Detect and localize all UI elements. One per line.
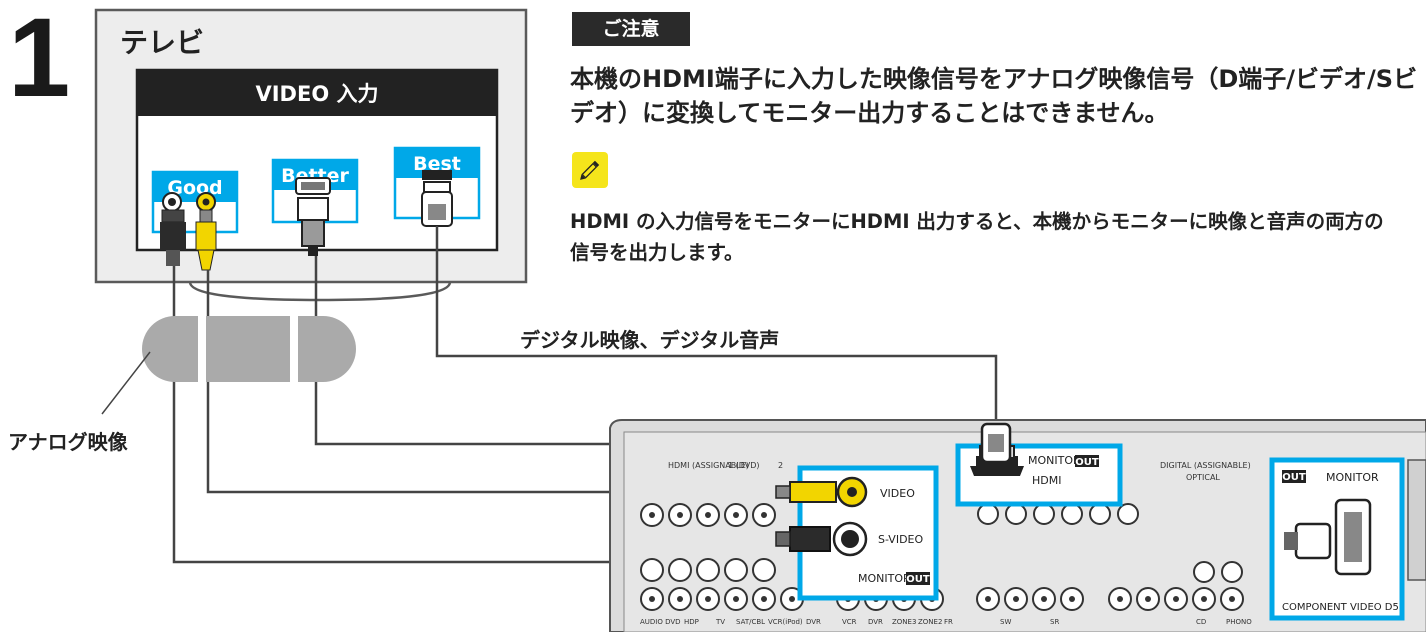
svg-text:TV: TV (715, 618, 725, 626)
svg-text:FR: FR (944, 618, 953, 626)
svg-text:ZONE3: ZONE3 (892, 618, 916, 626)
hdmi-jack-icon (422, 170, 452, 180)
svg-text:SR: SR (1050, 618, 1059, 626)
analog-cable-bundle (142, 316, 356, 382)
svg-text:VCR(iPod): VCR(iPod) (768, 618, 803, 626)
tv-title: テレビ (120, 26, 204, 59)
notice-badge: ご注意 (572, 12, 690, 46)
video-out-badge: OUT (906, 574, 930, 585)
svg-text:DIGITAL (ASSIGNABLE): DIGITAL (ASSIGNABLE) (1160, 461, 1251, 470)
step-number: 1 (8, 0, 71, 120)
svg-text:HDP: HDP (684, 618, 699, 626)
hdmi-label: HDMI (1032, 474, 1061, 487)
svg-text:2: 2 (778, 461, 783, 470)
svg-text:1 (DVD): 1 (DVD) (728, 461, 760, 470)
svg-text:AUDIO DVD: AUDIO DVD (640, 618, 681, 626)
hdmi-out-badge: OUT (1075, 457, 1099, 468)
svg-text:HDMI (ASSIGNABLE): HDMI (ASSIGNABLE) (668, 461, 749, 470)
monitor-out-label: MONITOR (858, 572, 911, 585)
svg-text:CD: CD (1196, 618, 1206, 626)
svg-text:OPTICAL: OPTICAL (1186, 473, 1220, 482)
video-label: VIDEO (880, 487, 915, 500)
svg-text:SAT/CBL: SAT/CBL (736, 618, 765, 626)
svg-text:VCR: VCR (842, 618, 857, 626)
receiver-panel: HDMI (ASSIGNABLE) 1 (DVD) 2 DIGITAL (ASS… (609, 419, 1426, 632)
analog-label: アナログ映像 (8, 430, 128, 454)
tv-illustration: テレビ VIDEO 入力 Good Better Best (94, 8, 528, 302)
svg-text:DVR: DVR (868, 618, 883, 626)
digital-label: デジタル映像、デジタル音声 (520, 328, 780, 352)
notice-text: 本機のHDMI端子に入力した映像信号をアナログ映像信号（D端子/ビデオ/Sビデオ… (570, 65, 1418, 127)
component-monitor-label: MONITOR (1326, 471, 1379, 484)
hdmi-monitor-label: MONITOR (1028, 454, 1081, 467)
svg-text:SW: SW (1000, 618, 1011, 626)
component-out-badge: OUT (1282, 472, 1306, 483)
pencil-icon (572, 152, 608, 188)
svideo-label: S-VIDEO (878, 533, 923, 546)
video-input-header: VIDEO 入力 (255, 82, 378, 106)
svg-text:PHONO: PHONO (1226, 618, 1252, 626)
tv-plugs (160, 181, 453, 271)
svg-text:ZONE2: ZONE2 (918, 618, 942, 626)
component-label: COMPONENT VIDEO D5 (1282, 602, 1399, 613)
tip-text: HDMI の入力信号をモニターにHDMI 出力すると、本機からモニターに映像と音… (570, 210, 1384, 264)
svg-text:DVR: DVR (806, 618, 821, 626)
grade-best: Best (413, 153, 461, 175)
